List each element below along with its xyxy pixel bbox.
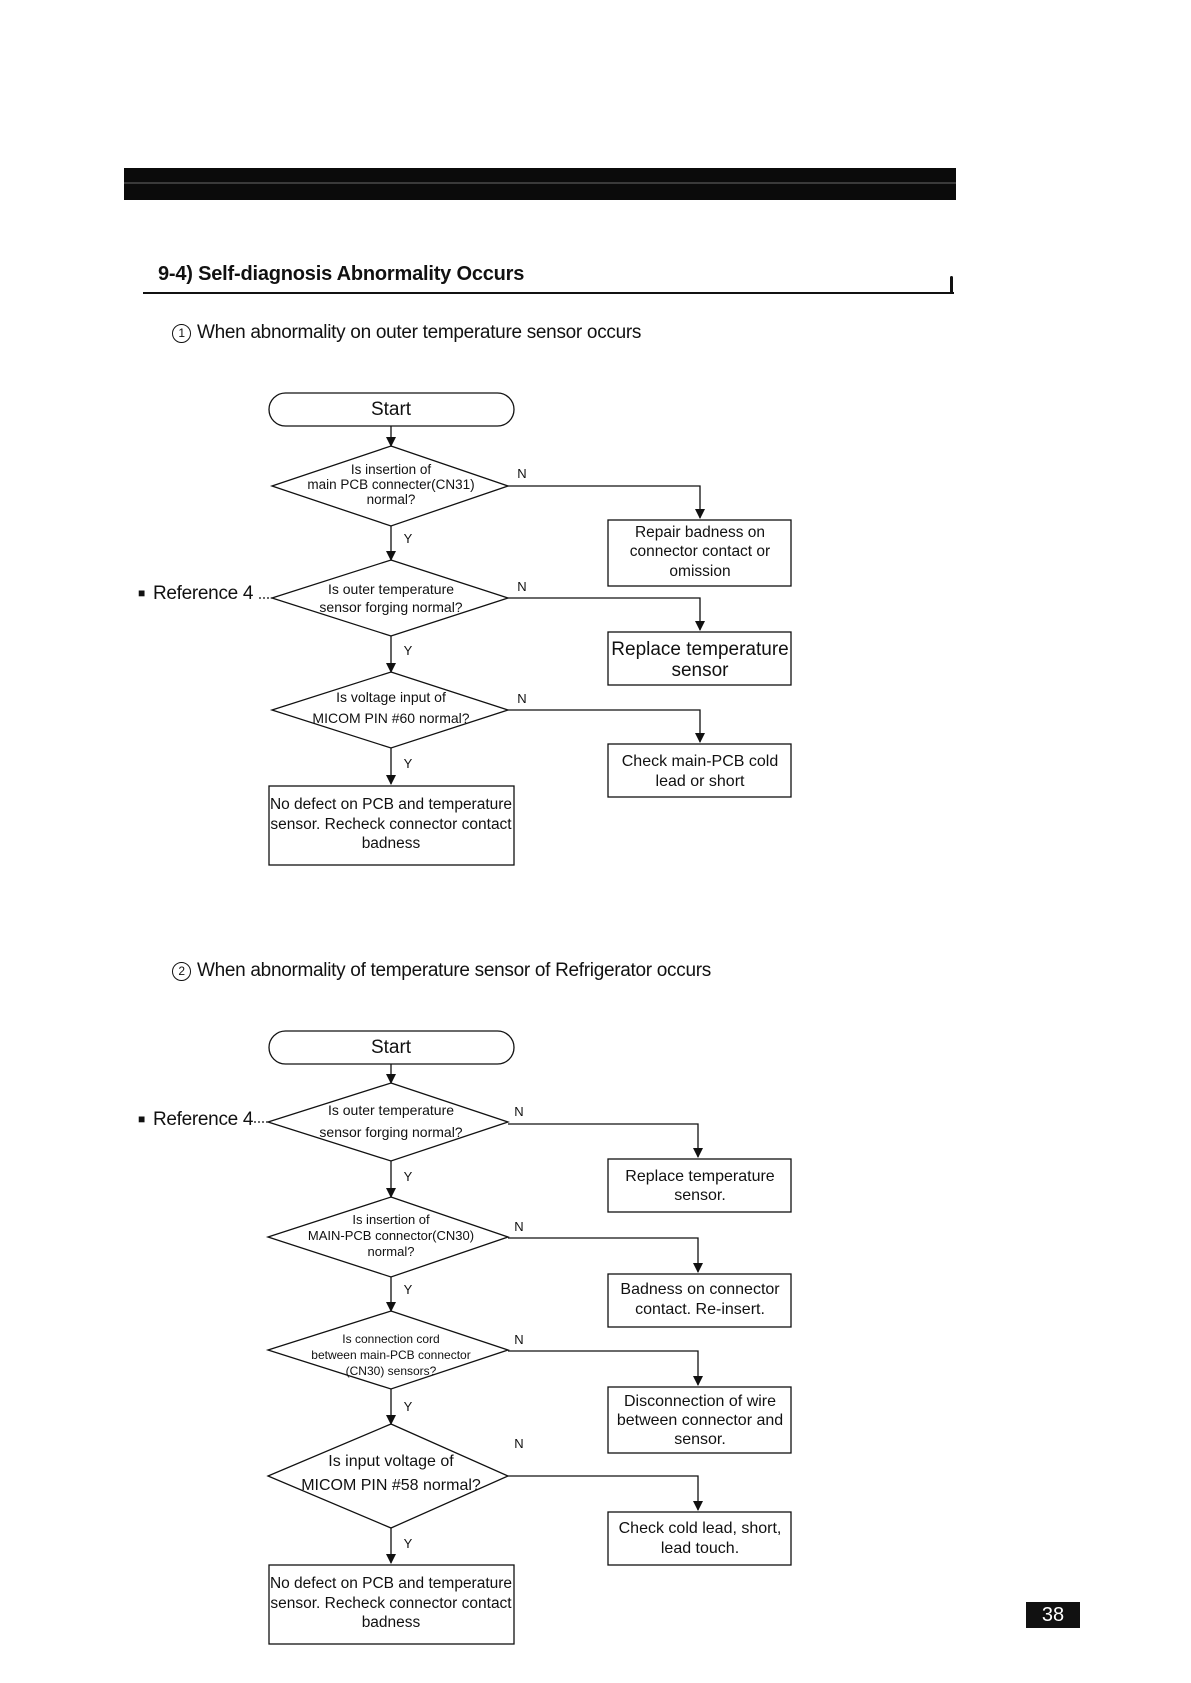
reference-marker-icon: ■	[138, 586, 145, 600]
flow1-end-box	[268, 785, 515, 866]
flow1-heading: 1 When abnormality on outer temperature s…	[172, 322, 641, 344]
flow1-no-label: N	[517, 579, 526, 594]
flow1-action2-line2: sensor	[671, 660, 729, 681]
flow1-action3-box	[607, 743, 792, 798]
flow1-action3-line1: Check main-PCB cold	[622, 753, 779, 770]
flow1-yes-label: Y	[404, 756, 413, 771]
flow1-end-line1: No defect on PCB and temperature	[270, 796, 512, 813]
flow2-end-line2: sensor. Recheck connector contact	[270, 1595, 512, 1612]
flow2-yes-label: Y	[404, 1536, 413, 1551]
flow2-action3-line3: sensor.	[674, 1431, 726, 1448]
flow1-heading-text: When abnormality on outer temperature se…	[197, 322, 642, 343]
flow1-yes-label: Y	[404, 531, 413, 546]
flow1-action3-line2: lead or short	[656, 773, 745, 790]
flow2-no-label: N	[514, 1332, 523, 1347]
flow2-action1-line2: sensor.	[674, 1187, 726, 1204]
flow2-action3-line2: between connector and	[617, 1412, 783, 1429]
flow1-reference-text: Reference 4	[152, 583, 254, 604]
flow2-action1-line1: Replace temperature	[625, 1168, 775, 1185]
flow2-end-box	[268, 1564, 515, 1645]
flow2-action3-box	[607, 1386, 792, 1454]
flow2-no-label: N	[514, 1436, 523, 1451]
flow1-action2-line1: Replace temperature	[611, 639, 788, 660]
flow2-end-line3: badness	[362, 1614, 421, 1631]
flow2-action4-line2: lead touch.	[661, 1540, 739, 1557]
title-underline	[143, 292, 954, 294]
flow2-heading-text: When abnormality of temperature sensor o…	[197, 960, 711, 981]
flow1-action1-line2: connector contact or	[630, 543, 770, 560]
flow1-decision1-line1: Is insertion of	[351, 462, 432, 477]
flow1-start-label: Start	[371, 399, 412, 420]
reference-marker-icon: ■	[138, 1112, 145, 1126]
flow1-no-label: N	[517, 691, 526, 706]
flow2-decision1-line2: sensor forging normal?	[319, 1124, 462, 1140]
flow2-end-line1: No defect on PCB and temperature	[270, 1575, 512, 1592]
page-number: 38	[1026, 1602, 1080, 1628]
flow2-reference: ■ Reference 4	[138, 1109, 253, 1131]
flow2-connector	[508, 1350, 703, 1386]
flow1-action1-line1: Repair badness on	[635, 524, 765, 541]
flow2-decision4-line2: MICOM PIN #58 normal?	[301, 1477, 481, 1494]
flow1-decision2-line2: sensor forging normal?	[319, 599, 462, 615]
flow2-start-label: Start	[371, 1037, 412, 1058]
flow1-yes-label: Y	[404, 643, 413, 658]
flow2-connector	[508, 1123, 703, 1158]
flow2-reference-text: Reference 4	[152, 1109, 254, 1130]
flow2-decision2-line2: MAIN-PCB connector(CN30)	[308, 1228, 474, 1243]
flow1-connector	[508, 485, 705, 519]
flow2-action4-box	[607, 1511, 792, 1566]
flow1-decision1-line3: normal?	[367, 492, 416, 507]
flow2-yes-label: Y	[404, 1282, 413, 1297]
flow2-decision4-line1: Is input voltage of	[328, 1453, 454, 1470]
section-title: 9-4) Self-diagnosis Abnormality Occurs	[158, 263, 525, 285]
flow1-action2-box	[607, 631, 792, 686]
flow1-end-line2: sensor. Recheck connector contact	[270, 816, 512, 833]
flow1-reference: ■ Reference 4	[138, 583, 253, 605]
flow2-decision1-shape	[265, 1082, 511, 1162]
flow1-number: 1	[172, 324, 191, 343]
flow1-no-label: N	[517, 466, 526, 481]
flow2-action4-line1: Check cold lead, short,	[619, 1520, 782, 1537]
flow2-action2-box	[607, 1273, 792, 1328]
flow2-no-label: N	[514, 1104, 523, 1119]
flow1-decision3-line2: MICOM PIN #60 normal?	[312, 710, 469, 726]
flow2-decision3-line1: Is connection cord	[342, 1332, 439, 1346]
header-band	[124, 168, 956, 200]
flow2-decision2-line1: Is insertion of	[352, 1212, 430, 1227]
flow2-no-label: N	[514, 1219, 523, 1234]
flow2-decision1-line1: Is outer temperature	[328, 1102, 454, 1118]
title-underline-end	[950, 276, 953, 294]
flow1-decision2-line1: Is outer temperature	[328, 581, 454, 597]
flow1-action1-box	[607, 519, 792, 587]
flow2-action3-line1: Disconnection of wire	[624, 1393, 776, 1410]
flow2-decision4-shape	[266, 1423, 510, 1529]
flow2-connector	[508, 1475, 703, 1511]
flow2-yes-label: Y	[404, 1399, 413, 1414]
flow2-decision3-line3: (CN30) sensors?	[346, 1364, 437, 1378]
flow1-decision2-shape	[269, 559, 511, 637]
flow1-end-line3: badness	[362, 835, 421, 852]
flow2-connector	[508, 1237, 703, 1273]
flow2-action2-line2: contact. Re-insert.	[635, 1301, 765, 1318]
flow1-connector	[508, 709, 705, 743]
flow2-heading: 2 When abnormality of temperature sensor …	[172, 960, 711, 982]
flow2-action1-box	[607, 1158, 792, 1213]
flow2-action2-line1: Badness on connector	[620, 1281, 780, 1298]
flow2-decision2-line3: normal?	[368, 1244, 415, 1259]
flow1-action1-line3: omission	[669, 563, 730, 580]
flow1-decision1-line2: main PCB connecter(CN31)	[307, 477, 474, 492]
flow1-connector	[508, 597, 705, 631]
flow2-yes-label: Y	[404, 1169, 413, 1184]
flow2-number: 2	[172, 962, 191, 981]
flow1-decision3-line1: Is voltage input of	[336, 689, 446, 705]
flow2-decision3-line2: between main-PCB connector	[311, 1348, 470, 1362]
